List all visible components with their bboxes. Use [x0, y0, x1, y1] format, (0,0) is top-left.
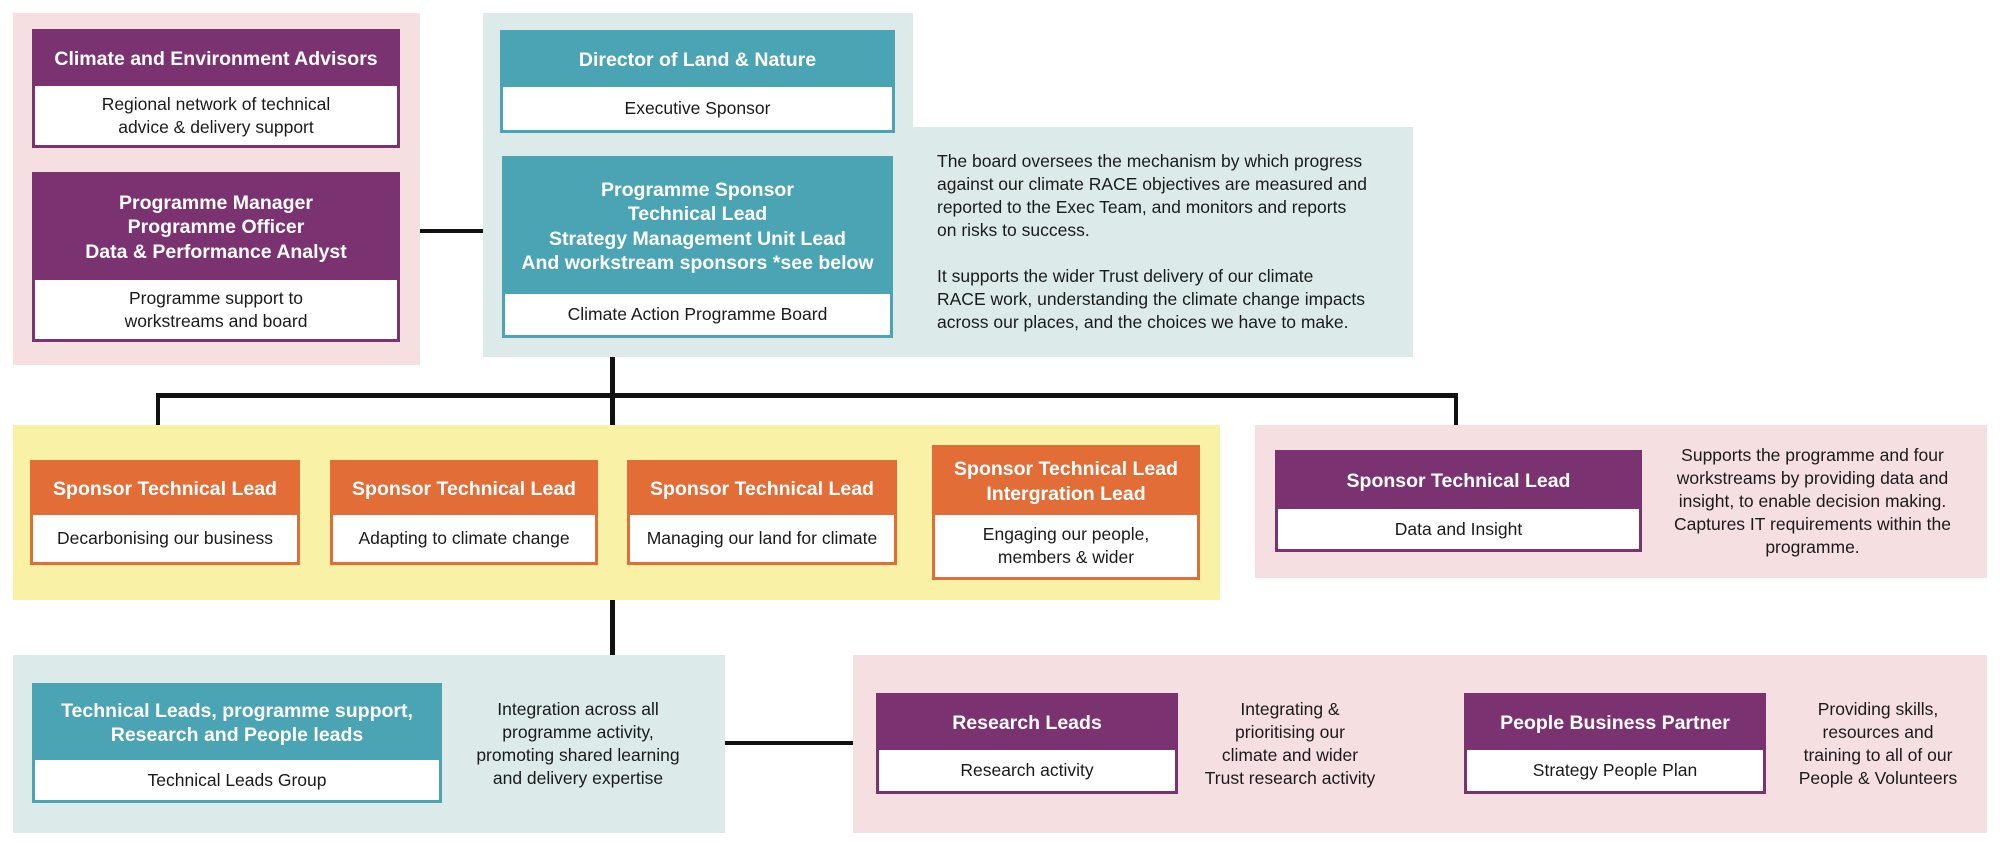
data-insight-card: Sponsor Technical Lead Data and Insight — [1275, 450, 1642, 552]
programme-team-card: Programme Manager Programme Officer Data… — [32, 172, 400, 342]
people-partner-title: People Business Partner — [1467, 696, 1763, 750]
workstream-description: Managing our land for climate — [646, 528, 878, 549]
connector-horizontal-branch — [156, 393, 1458, 398]
advisors-description: Regional network of technical advice & d… — [101, 93, 331, 137]
research-leads-description: Research activity — [960, 760, 1094, 781]
workstream-card-adapting: Sponsor Technical Lead Adapting to clima… — [330, 460, 598, 565]
technical-leads-description: Technical Leads Group — [147, 769, 327, 790]
connector-drop-left — [156, 393, 160, 425]
programme-team-title: Programme Manager Programme Officer Data… — [35, 175, 397, 280]
advisors-card: Climate and Environment Advisors Regiona… — [32, 29, 400, 148]
board-note-oversight: The board oversees the mechanism by whic… — [937, 151, 1367, 241]
director-card: Director of Land & Nature Executive Spon… — [500, 30, 895, 133]
director-title: Director of Land & Nature — [503, 33, 892, 87]
board-note-support: It supports the wider Trust delivery of … — [937, 266, 1365, 333]
workstream-card-land: Sponsor Technical Lead Managing our land… — [627, 460, 897, 565]
workstream-title: Sponsor Technical Lead Intergration Lead — [935, 448, 1197, 515]
connector-tech-research — [725, 741, 853, 745]
technical-leads-title: Technical Leads, programme support, Rese… — [35, 686, 439, 760]
research-leads-card: Research Leads Research activity — [876, 693, 1178, 794]
data-insight-title: Sponsor Technical Lead — [1278, 453, 1639, 509]
board-card: Programme Sponsor Technical Lead Strateg… — [502, 156, 893, 338]
programme-team-description: Programme support to workstreams and boa… — [124, 287, 308, 331]
connector-workstreams-down — [610, 600, 615, 655]
board-title: Programme Sponsor Technical Lead Strateg… — [505, 159, 890, 294]
people-partner-note: Providing skills, resources and training… — [1798, 699, 1958, 789]
workstream-description: Adapting to climate change — [358, 528, 570, 549]
workstream-description: Decarbonising our business — [57, 528, 273, 549]
data-insight-description: Data and Insight — [1394, 518, 1523, 539]
connector-drop-right — [1454, 393, 1458, 425]
workstream-title: Sponsor Technical Lead — [333, 463, 595, 515]
workstream-description: Engaging our people, members & wider — [982, 524, 1150, 567]
workstream-title: Sponsor Technical Lead — [630, 463, 894, 515]
research-leads-note: Integrating & prioritising our climate a… — [1204, 699, 1376, 789]
technical-leads-card: Technical Leads, programme support, Rese… — [32, 683, 442, 803]
workstream-card-engaging: Sponsor Technical Lead Intergration Lead… — [932, 445, 1200, 580]
advisors-title: Climate and Environment Advisors — [35, 32, 397, 86]
data-insight-note: Supports the programme and four workstre… — [1674, 445, 1951, 558]
connector-advisors-board — [420, 229, 483, 233]
board-description: Climate Action Programme Board — [567, 304, 828, 325]
connector-board-down — [610, 357, 615, 425]
workstream-card-decarbonising: Sponsor Technical Lead Decarbonising our… — [30, 460, 300, 565]
research-leads-title: Research Leads — [879, 696, 1175, 750]
technical-leads-note: Integration across all programme activit… — [476, 699, 680, 789]
workstream-title: Sponsor Technical Lead — [33, 463, 297, 515]
people-partner-card: People Business Partner Strategy People … — [1464, 693, 1766, 794]
director-description: Executive Sponsor — [624, 98, 771, 119]
people-partner-description: Strategy People Plan — [1532, 760, 1698, 781]
